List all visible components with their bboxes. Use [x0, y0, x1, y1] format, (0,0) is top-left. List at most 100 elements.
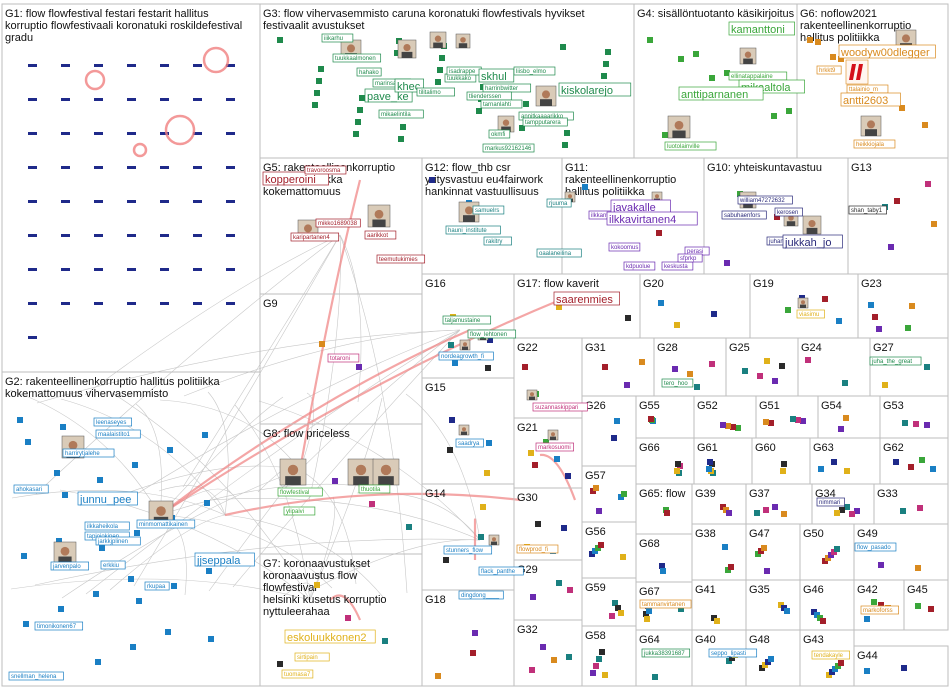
vertex-label-text: saarenmies	[556, 294, 613, 306]
vertex-node	[872, 314, 878, 320]
vertex-label: rkupaa	[144, 581, 170, 591]
self-loop	[164, 114, 196, 146]
vertex-label-text: taljamustaine	[445, 318, 481, 324]
vertex-node	[878, 562, 884, 568]
graph-edge	[183, 329, 461, 397]
graph-edge	[159, 399, 301, 471]
vertex-label-text: woodyw00dlegger	[840, 47, 930, 59]
vertex-label-text: tarnanlahti	[483, 102, 511, 108]
vertex-label-text: ilkkanyt	[591, 213, 611, 219]
group-title: G16	[425, 278, 446, 290]
vertex-node	[764, 568, 770, 574]
vertex-label: erkkiu	[100, 560, 126, 570]
avatar-photo	[458, 424, 470, 436]
graph-edge	[61, 469, 301, 599]
vertex-label: flow_pasado	[854, 542, 897, 552]
vertex-node	[820, 618, 826, 624]
vertex-node	[160, 132, 169, 135]
graph-edge	[109, 514, 226, 591]
vertex-label: aarikkot	[364, 230, 397, 240]
vertex-node	[132, 462, 138, 468]
vertex-label-text: viasimu	[799, 312, 819, 318]
vertex-label-text: oaalaneilina	[539, 251, 572, 257]
group-title: G14	[425, 488, 446, 500]
vertex-node	[61, 166, 70, 169]
vertex-label: khec	[394, 78, 424, 93]
vertex-node	[167, 447, 173, 453]
group-title: G67	[639, 586, 660, 598]
vertex-label: tuomasa7	[281, 669, 314, 679]
self-loop	[84, 69, 106, 91]
vertex-label: kiskolarejo	[558, 82, 632, 97]
group-title: G33	[877, 488, 898, 500]
avatar-photo	[429, 31, 447, 49]
vertex-node	[714, 618, 720, 624]
group-title: G52	[697, 400, 718, 412]
group-title: kokemattomuus	[263, 186, 341, 198]
vertex-node	[529, 667, 535, 673]
group-title: G61	[697, 442, 718, 454]
reply-edge	[159, 298, 561, 516]
vertex-node	[485, 365, 491, 371]
group-title: G50	[803, 528, 824, 540]
vertex-node	[562, 142, 568, 148]
vertex-node	[127, 268, 136, 271]
group-title: yritysvastuu eu4fairwork	[425, 174, 543, 186]
avatar-photo	[459, 339, 471, 351]
vertex-node	[838, 426, 844, 432]
group-title: G56	[585, 526, 606, 538]
vertex-label-text: juha_the_great	[871, 359, 912, 365]
vertex-label-text: ilkkaheikola	[87, 524, 119, 530]
vertex-node	[95, 659, 101, 665]
vertex-label-text: rjuuma	[549, 201, 568, 207]
vertex-node	[530, 594, 536, 600]
reply-edge	[298, 179, 362, 471]
vertex-label: markosuomi	[535, 442, 574, 452]
vertex-label: kopperoini	[262, 171, 329, 186]
graph-edge	[209, 498, 481, 541]
avatar-photo	[497, 115, 515, 133]
vertex-node	[319, 341, 325, 347]
vertex-node	[540, 644, 546, 650]
vertex-node	[603, 61, 609, 67]
vertex-node	[902, 420, 908, 426]
group-title: G15	[425, 382, 446, 394]
vertex-node	[836, 318, 842, 324]
vertex-node	[694, 384, 700, 390]
group-title: G40	[695, 634, 716, 646]
group-title: G25	[729, 342, 750, 354]
vertex-node	[839, 507, 845, 513]
graph-edge	[11, 490, 226, 516]
vertex-node	[925, 181, 931, 187]
vertex-node	[193, 64, 202, 67]
group-title: G10: yhteiskuntavastuu	[707, 162, 822, 174]
vertex-label: harrirytjalehe	[62, 448, 115, 458]
vertex-node	[917, 505, 923, 511]
vertex-label: rjuuma	[546, 198, 572, 208]
avatar-photo	[279, 458, 307, 486]
vertex-node	[97, 477, 103, 483]
vertex-node	[28, 64, 37, 67]
vertex-label: flowfestival	[277, 487, 323, 497]
vertex-node	[596, 656, 602, 662]
vertex-node	[398, 136, 404, 142]
vertex-node	[60, 424, 66, 430]
vertex-node	[871, 599, 877, 605]
vertex-label-text: hauni_institute	[448, 228, 487, 234]
vertex-label-text: samuelrs	[475, 208, 499, 214]
group-title: G47	[749, 528, 770, 540]
group-title: G43	[803, 634, 824, 646]
group-title: festivaalit avustukset	[263, 20, 365, 32]
vertex-node	[193, 166, 202, 169]
vertex-node	[61, 64, 70, 67]
labels-layer: harrirytjaleheleenaseyesmaalaistito1ahok…	[8, 21, 936, 681]
vertex-node	[314, 90, 320, 96]
vertex-node	[439, 55, 445, 61]
group-title: G53	[883, 400, 904, 412]
vertex-node	[757, 373, 763, 379]
vertex-label: tuukkaalmonen	[332, 53, 382, 63]
vertex-node	[472, 630, 478, 636]
vertex-node	[742, 368, 748, 374]
vertex-node	[844, 504, 850, 510]
vertex-label: oaalaneilina	[536, 248, 582, 258]
